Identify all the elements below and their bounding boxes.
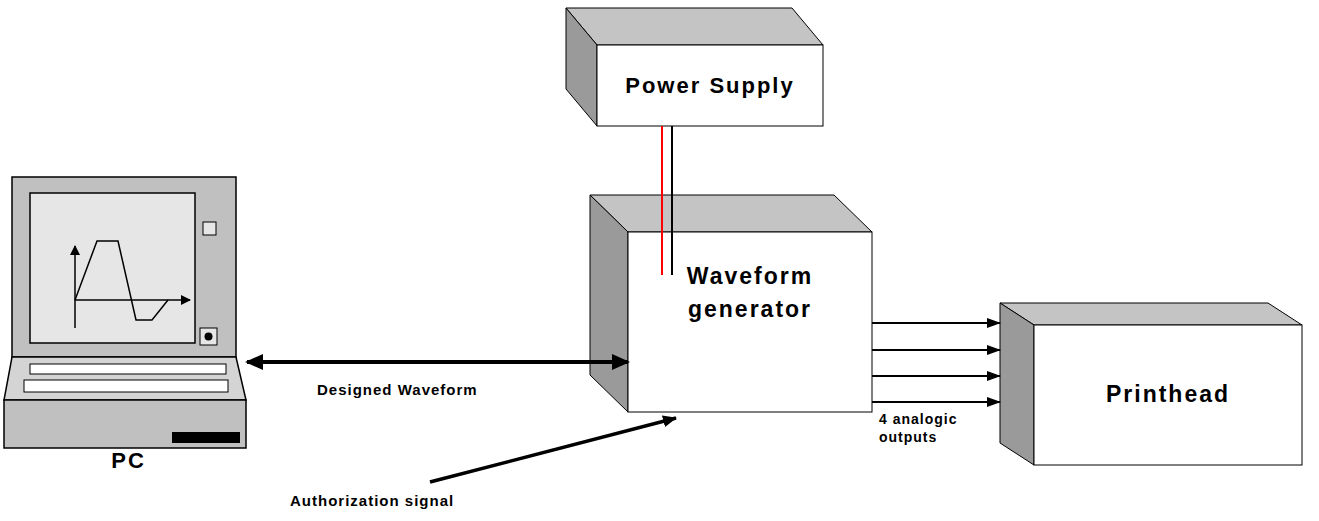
- connector: [872, 322, 1000, 324]
- node-label: PC: [111, 445, 146, 477]
- edge-label: 4 analogic outputs: [879, 410, 979, 446]
- printhead-box: [1000, 303, 1302, 465]
- node-label: Printhead: [1106, 378, 1230, 411]
- power-supply: Power Supply: [597, 45, 823, 126]
- pc-node: PC: [10, 177, 247, 477]
- authorization-arrow: [430, 418, 676, 482]
- connector: [872, 375, 1000, 377]
- power-supply-box: [566, 8, 823, 126]
- node-label: Waveform generator: [664, 260, 836, 327]
- connector: [671, 126, 673, 275]
- generator-box: [590, 195, 872, 412]
- laptop-illustration: [4, 177, 246, 448]
- connector: [247, 360, 628, 364]
- connector: [872, 349, 1000, 351]
- printhead: Printhead: [1034, 325, 1302, 465]
- node-label: Power Supply: [625, 70, 794, 102]
- edge-label: Designed Waveform: [317, 380, 478, 400]
- waveform-generator: Waveform generator: [628, 232, 872, 412]
- signal-label: Authorization signal: [290, 492, 454, 509]
- connector: [661, 126, 663, 275]
- connector: [872, 401, 1000, 403]
